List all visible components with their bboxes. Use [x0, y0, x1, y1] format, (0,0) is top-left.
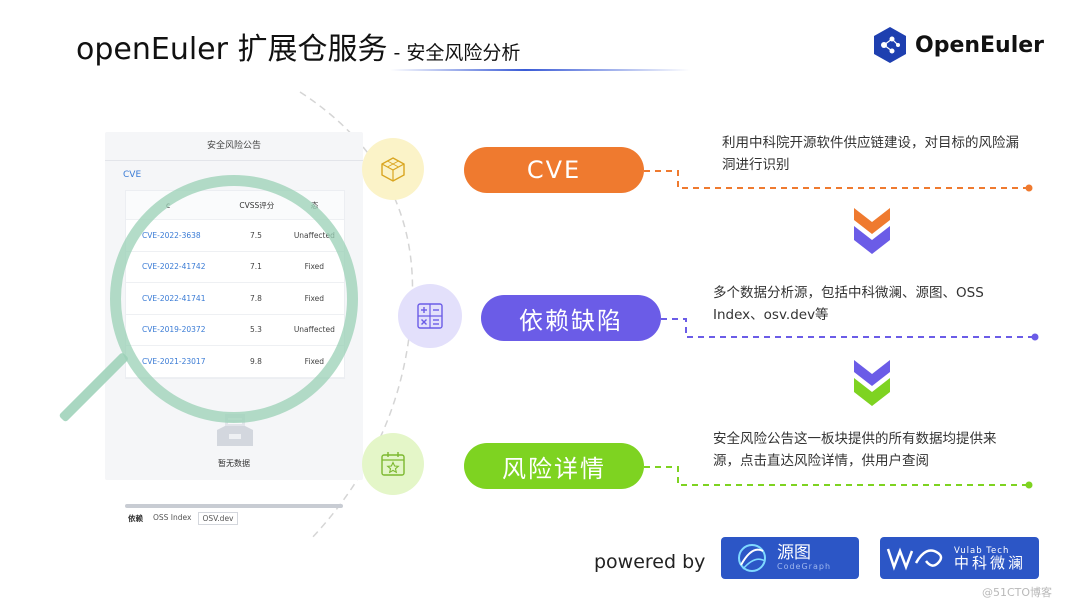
- openeuler-cube-logo-icon: [874, 27, 906, 63]
- details-icon-circle: [362, 433, 424, 495]
- panel-heading: 安全风险公告: [105, 132, 363, 161]
- cube-icon: [381, 157, 405, 182]
- dependency-icon-circle: [398, 284, 462, 348]
- chevron-down-icon: [854, 360, 890, 406]
- calendar-star-icon: [381, 452, 405, 476]
- table-scrollbar[interactable]: [125, 504, 343, 508]
- logo-text: OpenEuler: [915, 32, 1045, 58]
- codegraph-title: 源图: [777, 543, 811, 563]
- empty-state-text: 暂无数据: [218, 459, 250, 468]
- magnifier-lens: [110, 175, 358, 423]
- vulab-wave-logo-icon: [886, 547, 943, 571]
- codegraph-subtitle: CodeGraph: [777, 562, 832, 571]
- slide-title: openEuler 扩展仓服务- 安全风险分析: [76, 32, 521, 67]
- vulab-title: 中科微澜: [954, 553, 1027, 572]
- cve-description: 利用中科院开源软件供应链建设，对目标的风险漏洞进行识别: [722, 135, 1019, 173]
- watermark: @51CTO博客: [982, 586, 1053, 599]
- dependency-description: 多个数据分析源，包括中科微澜、源图、OSS Index、osv.dev等: [713, 285, 984, 323]
- risk-detail-pill[interactable]: 风险详情: [464, 443, 644, 489]
- tab-osv-dev[interactable]: OSV.dev: [198, 512, 238, 525]
- cve-pill[interactable]: CVE: [464, 147, 644, 193]
- slide-subtitle: - 安全风险分析: [393, 42, 521, 64]
- powered-by-text: powered by: [594, 551, 706, 573]
- details-description: 安全风险公告这一板块提供的所有数据均提供来源，点击直达风险详情，供用户查阅: [713, 431, 997, 469]
- chevron-down-icon: [854, 208, 890, 254]
- cve-icon-circle: [362, 138, 424, 200]
- source-tabs: 依赖 OSS Index OSV.dev: [125, 512, 238, 525]
- openeuler-logo: OpenEuler: [873, 26, 1044, 64]
- panel-section-cve[interactable]: CVE: [123, 170, 142, 180]
- codegraph-logo-icon: [738, 544, 766, 572]
- vulab-subtitle: Vulab Tech: [954, 545, 1010, 556]
- dependency-defect-pill[interactable]: 依赖缺陷: [481, 295, 661, 341]
- tab-dependency[interactable]: 依赖: [128, 514, 143, 523]
- title-underline: [390, 69, 690, 71]
- vulab-badge: Vulab Tech 中科微澜: [880, 537, 1039, 579]
- tab-oss-index[interactable]: OSS Index: [153, 513, 192, 522]
- calculator-icon: [417, 303, 443, 329]
- codegraph-badge: 源图 CodeGraph: [721, 537, 859, 579]
